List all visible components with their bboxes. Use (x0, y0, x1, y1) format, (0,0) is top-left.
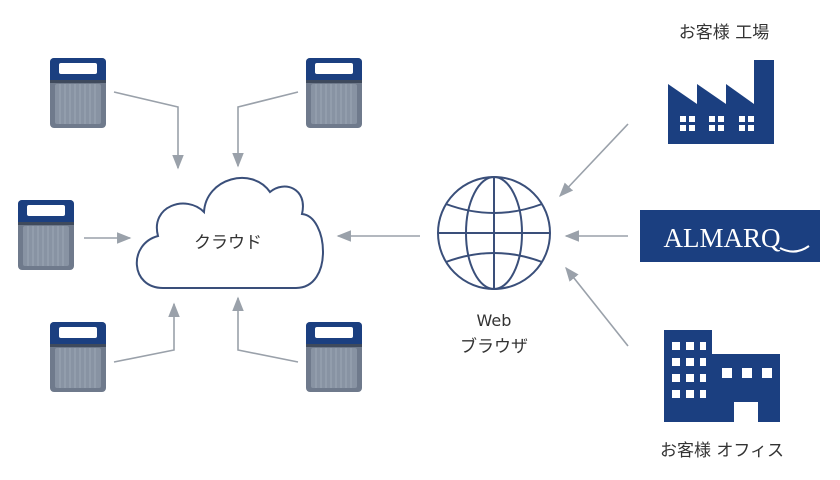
terminal-left-icon (17, 199, 75, 271)
terminal-top-left-icon (49, 57, 107, 129)
arrow-terminal-top-right (232, 91, 299, 168)
factory-icon (668, 60, 774, 144)
arrow-factory-to-browser (559, 123, 629, 198)
office-building-icon (664, 330, 780, 422)
arrow-terminal-bottom-right (232, 296, 299, 363)
cloud-label: クラウド (194, 233, 262, 253)
brand-logo-swoosh (779, 245, 810, 253)
cloud-icon (135, 176, 324, 289)
arrow-terminal-top-left (113, 91, 184, 170)
terminal-bottom-left-icon (49, 321, 107, 393)
brand-logo-box (640, 210, 820, 262)
terminal-top-right-icon (305, 57, 363, 129)
brand-logo-text: ALMARQ (663, 223, 781, 253)
factory-label: お客様 工場 (679, 23, 769, 43)
office-label: お客様 オフィス (660, 441, 784, 461)
browser-label-browser: ブラウザ (460, 336, 528, 357)
globe-icon (437, 176, 551, 290)
browser-label-web: Web (477, 311, 512, 330)
arrow-terminal-bottom-left (113, 302, 180, 363)
terminal-bottom-right-icon (305, 321, 363, 393)
arrow-office-to-browser (565, 266, 629, 347)
